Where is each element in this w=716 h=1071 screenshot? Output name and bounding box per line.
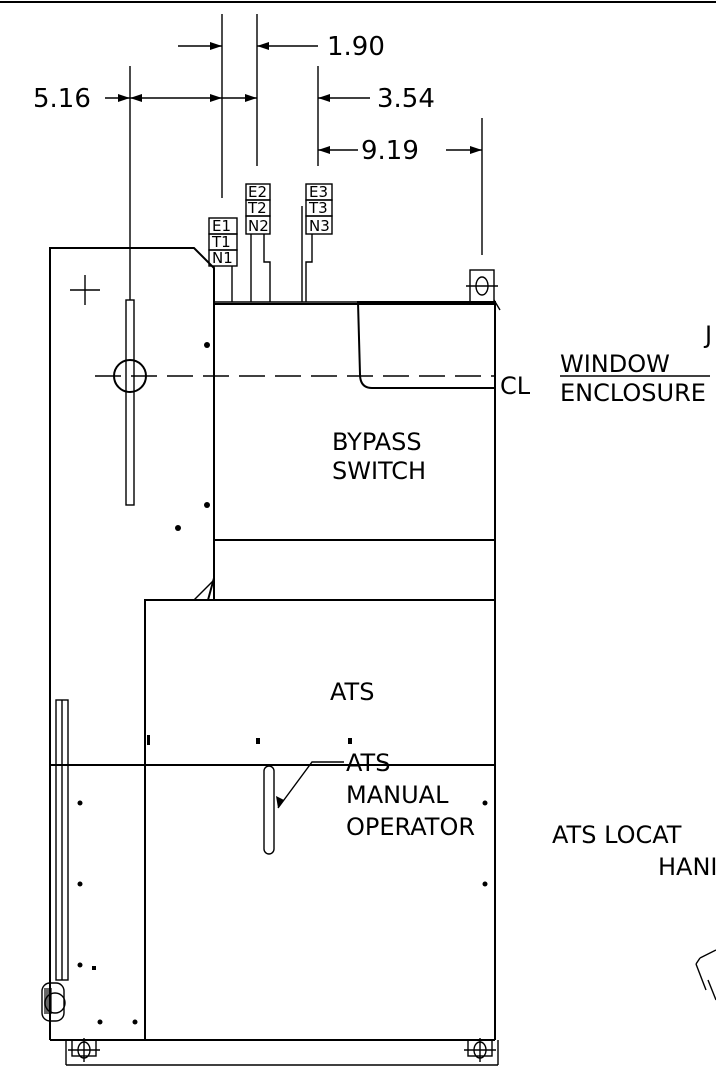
partial-label-top: J bbox=[703, 321, 712, 349]
ats-location-label: ATS LOCAT bbox=[552, 821, 682, 849]
term-n3: N3 bbox=[309, 217, 330, 235]
enclosure-label: ENCLOSURE bbox=[560, 379, 706, 407]
manual-operator-leader bbox=[277, 761, 344, 809]
dim-9-19: 9.19 bbox=[361, 136, 419, 166]
term-t1: T1 bbox=[211, 233, 231, 251]
term-e1: E1 bbox=[212, 217, 231, 235]
manual-label-line2: MANUAL bbox=[346, 781, 449, 809]
dimension-lines bbox=[105, 14, 483, 300]
manual-label-line1: ATS bbox=[346, 749, 390, 777]
cabinet-outline bbox=[49, 247, 495, 766]
window-label: WINDOW bbox=[560, 350, 670, 378]
terminal-pole-3 bbox=[301, 183, 333, 302]
handle-label-partial: HANI bbox=[658, 853, 716, 881]
terminal-pole-2 bbox=[245, 183, 271, 302]
ats-label: ATS bbox=[330, 678, 374, 706]
dim-3-54: 3.54 bbox=[377, 84, 435, 114]
term-e2: E2 bbox=[248, 183, 267, 201]
term-t2: T2 bbox=[247, 199, 267, 217]
bypass-label-line2: SWITCH bbox=[332, 457, 426, 485]
dim-5-16: 5.16 bbox=[33, 84, 91, 114]
manual-label-line3: OPERATOR bbox=[346, 813, 475, 841]
dim-1-90: 1.90 bbox=[327, 32, 385, 62]
term-n2: N2 bbox=[248, 217, 269, 235]
bypass-switch-box bbox=[213, 269, 501, 601]
term-n1: N1 bbox=[212, 249, 233, 267]
term-e3: E3 bbox=[309, 183, 328, 201]
terminal-pole-1 bbox=[208, 217, 238, 302]
side-handle-rail bbox=[41, 699, 69, 1022]
bypass-label-line1: BYPASS bbox=[332, 428, 422, 456]
handle-assembly bbox=[113, 299, 147, 506]
panel-fastener-dots bbox=[175, 342, 210, 531]
centerline-label: CL bbox=[500, 372, 531, 400]
term-t3: T3 bbox=[308, 199, 328, 217]
handle-sketch-partial bbox=[695, 949, 716, 1001]
